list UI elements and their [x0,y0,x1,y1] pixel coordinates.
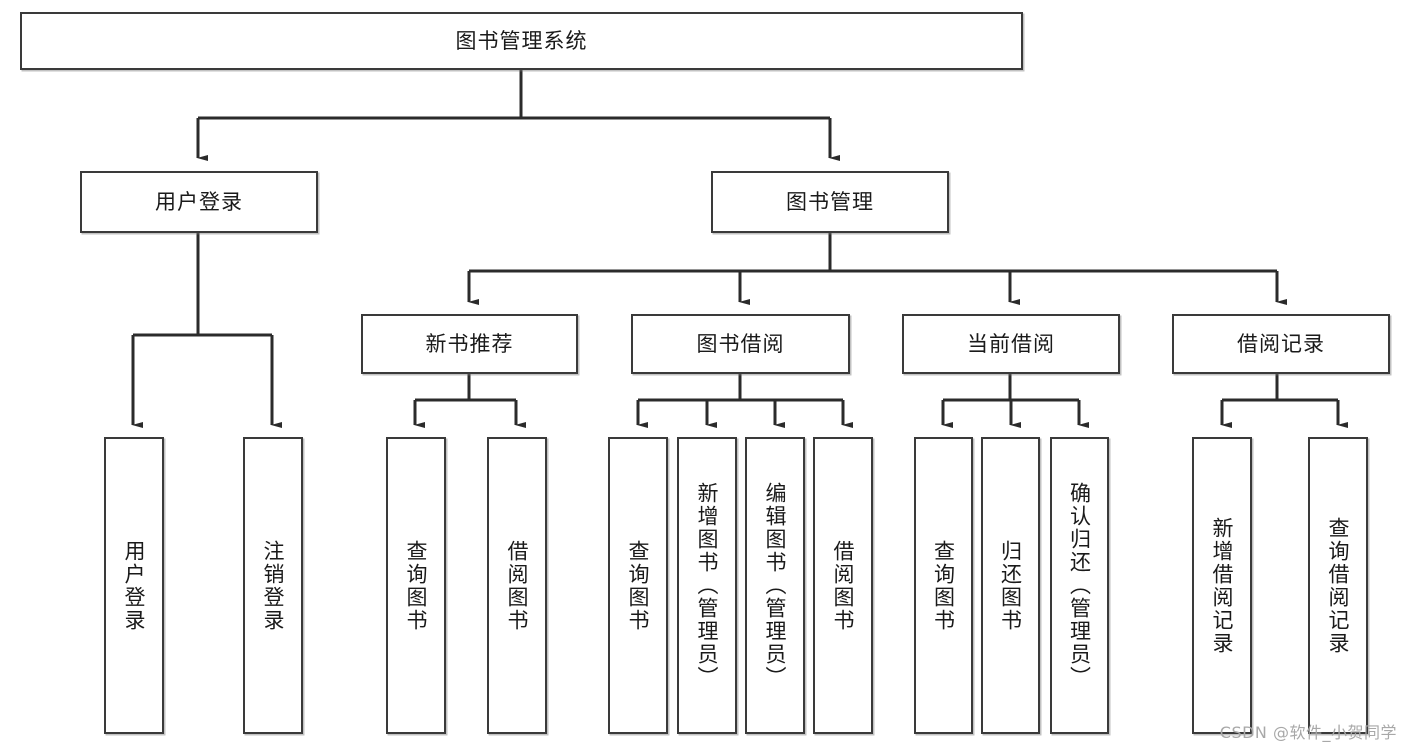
node-root[interactable]: 图书管理系统 [20,12,1023,70]
node-leaf-edit-book-label: 编辑图书（管理员） [763,482,788,689]
node-leaf-query-book-2[interactable]: 查询图书 [608,437,668,734]
node-leaf-query-book-2-label: 查询图书 [626,539,651,632]
node-current-borrow[interactable]: 当前借阅 [902,314,1120,374]
node-user-login-label: 用户登录 [155,189,243,214]
node-new-book-recommend[interactable]: 新书推荐 [361,314,578,374]
node-leaf-return-book-label: 归还图书 [998,539,1023,632]
node-leaf-query-record-label: 查询借阅记录 [1326,516,1351,655]
node-leaf-user-login[interactable]: 用户登录 [104,437,164,734]
node-leaf-return-book[interactable]: 归还图书 [981,437,1040,734]
watermark-text: CSDN @软件_小贺同学 [1219,723,1397,742]
node-leaf-edit-book[interactable]: 编辑图书（管理员） [745,437,805,734]
node-leaf-borrow-book-2[interactable]: 借阅图书 [813,437,873,734]
node-borrow-record-label: 借阅记录 [1237,331,1325,356]
node-borrow-record[interactable]: 借阅记录 [1172,314,1390,374]
node-root-label: 图书管理系统 [455,28,588,53]
node-leaf-confirm-return-label: 确认归还（管理员） [1067,482,1092,689]
node-leaf-borrow-book-1-label: 借阅图书 [505,539,530,632]
node-leaf-query-book-1[interactable]: 查询图书 [386,437,446,734]
node-book-borrow[interactable]: 图书借阅 [631,314,850,374]
node-new-book-recommend-label: 新书推荐 [425,331,514,356]
node-leaf-add-record-label: 新增借阅记录 [1210,516,1235,655]
node-leaf-query-book-3-label: 查询图书 [931,539,956,632]
node-book-manage[interactable]: 图书管理 [711,171,949,233]
node-leaf-logout-login[interactable]: 注销登录 [243,437,303,734]
node-user-login[interactable]: 用户登录 [80,171,318,233]
node-leaf-borrow-book-2-label: 借阅图书 [831,539,856,632]
node-current-borrow-label: 当前借阅 [967,331,1055,356]
node-leaf-query-book-3[interactable]: 查询图书 [914,437,973,734]
node-book-borrow-label: 图书借阅 [696,331,785,356]
node-leaf-logout-login-label: 注销登录 [261,539,286,632]
node-leaf-confirm-return[interactable]: 确认归还（管理员） [1050,437,1109,734]
node-leaf-query-book-1-label: 查询图书 [404,539,429,632]
node-leaf-user-login-label: 用户登录 [122,539,147,632]
node-leaf-borrow-book-1[interactable]: 借阅图书 [487,437,547,734]
node-leaf-query-record[interactable]: 查询借阅记录 [1308,437,1368,734]
node-leaf-add-book-label: 新增图书（管理员） [695,482,720,689]
node-book-manage-label: 图书管理 [786,189,874,214]
node-leaf-add-book[interactable]: 新增图书（管理员） [677,437,737,734]
node-leaf-add-record[interactable]: 新增借阅记录 [1192,437,1252,734]
